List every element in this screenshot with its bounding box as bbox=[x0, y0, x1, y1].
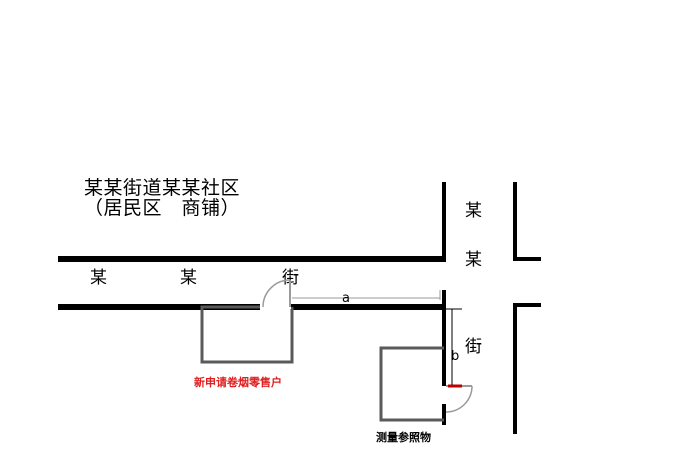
measure-a-label: a bbox=[342, 291, 350, 306]
diagram-title: 某某街道某某社区 bbox=[84, 177, 240, 199]
horizontal-street-char-1: 某 bbox=[90, 268, 107, 288]
new-shop-outline bbox=[200, 305, 294, 364]
diagram-subtitle: （居民区 商铺） bbox=[84, 197, 240, 219]
reference-door-swing bbox=[445, 385, 473, 413]
horizontal-street-char-2: 某 bbox=[180, 268, 197, 288]
vertical-street-char-2: 某 bbox=[465, 250, 482, 270]
measure-b-label: b bbox=[451, 349, 459, 364]
reference-label: 测量参照物 bbox=[376, 430, 431, 444]
new-shop-label: 新申请卷烟零售户 bbox=[194, 375, 282, 389]
vertical-street-char-1: 某 bbox=[465, 201, 482, 221]
reference-building-outline bbox=[379, 346, 444, 422]
new-shop-door-swing bbox=[262, 279, 291, 308]
horizontal-street-char-3: 街 bbox=[282, 268, 299, 288]
vertical-street-char-3: 街 bbox=[465, 337, 482, 357]
